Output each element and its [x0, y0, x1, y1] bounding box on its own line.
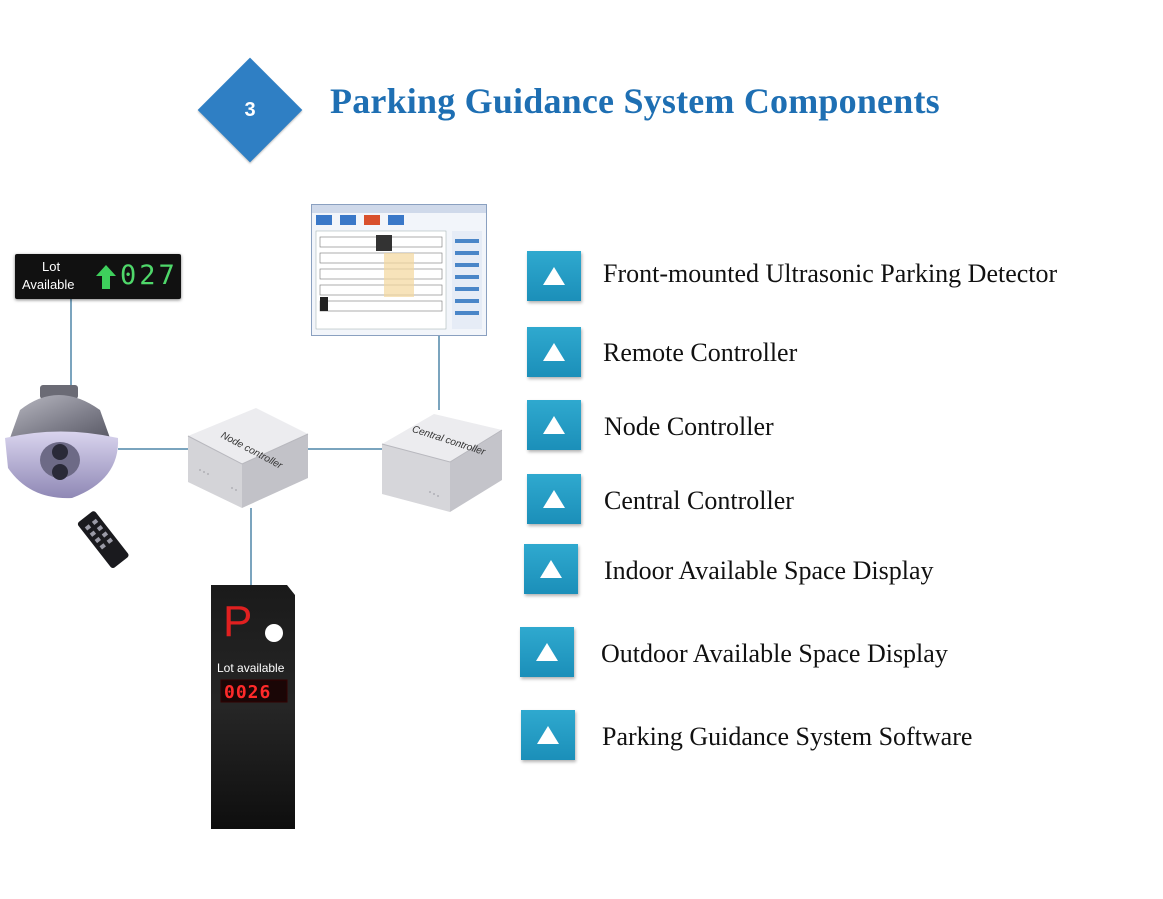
parking-p-icon: P	[223, 597, 253, 646]
indoor-sign-count: 027	[120, 260, 178, 291]
component-label-central: Central Controller	[604, 486, 794, 515]
triangle-up-icon	[527, 327, 581, 377]
arrow-up-icon	[96, 265, 116, 289]
outdoor-display-label: Lot available	[217, 661, 285, 675]
component-label-detector: Front-mounted Ultrasonic Parking Detecto…	[603, 259, 1058, 288]
component-label-indoor-display: Indoor Available Space Display	[604, 556, 934, 585]
triangle-up-icon	[527, 251, 581, 301]
outdoor-display-count: 0026	[224, 682, 272, 703]
component-label-outdoor-display: Outdoor Available Space Display	[601, 639, 948, 668]
component-label-node: Node Controller	[604, 412, 774, 441]
outdoor-display-sign	[211, 585, 295, 829]
remote-controller-image	[77, 511, 129, 569]
ultrasonic-detector-image	[5, 385, 119, 499]
page-title: Parking Guidance System Components	[330, 81, 940, 121]
triangle-up-icon	[527, 400, 581, 450]
triangle-up-icon	[520, 627, 574, 677]
central-controller-image	[381, 414, 503, 512]
triangle-up-icon	[521, 710, 575, 760]
step-number: 3	[244, 98, 256, 121]
indoor-sign-line1: Lot	[42, 259, 61, 274]
triangle-up-icon	[527, 474, 581, 524]
indoor-sign-line2: Available	[22, 277, 75, 292]
component-label-software: Parking Guidance System Software	[602, 722, 973, 751]
software-screenshot	[311, 204, 487, 336]
indoor-display-sign	[15, 254, 181, 299]
component-label-remote: Remote Controller	[603, 338, 798, 367]
triangle-up-icon	[524, 544, 578, 594]
node-controller-image	[187, 408, 309, 508]
